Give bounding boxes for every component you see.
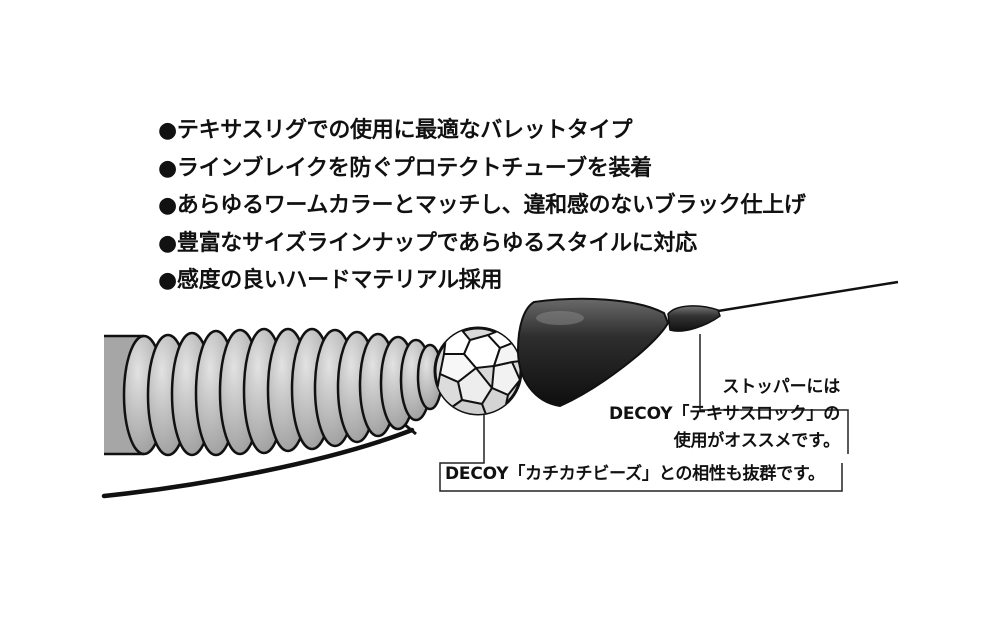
stopper-callout-line: ストッパーには	[722, 377, 840, 397]
protect-tube	[667, 305, 721, 332]
feature-item: ●豊富なサイズラインナップであらゆるスタイルに対応	[158, 230, 697, 256]
bead-leader-line	[439, 415, 843, 492]
bullet-sinker	[516, 297, 670, 408]
feature-item: ●感度の良いハードマテリアル採用	[158, 268, 503, 293]
stopper-leader-line	[699, 334, 849, 454]
feature-item: ●あらゆるワームカラーとマッチし、違和感のないブラック仕上げ	[158, 193, 806, 218]
sinker-highlight	[536, 311, 584, 325]
faceted-bead	[433, 326, 523, 416]
feature-item: ●テキサスリグでの使用に最適なバレットタイプ	[158, 118, 633, 143]
stopper-callout-line: 使用がオススメです。	[673, 431, 841, 451]
stopper-callout: ストッパーには DECOY「テキサスロック」の 使用がオススメです。	[609, 374, 840, 455]
beads-callout: DECOY「カチカチビーズ」との相性も抜群です。	[445, 464, 825, 484]
stopper-callout-line: DECOY「テキサスロック」の	[608, 404, 840, 424]
feature-list: ●テキサスリグでの使用に最適なバレットタイプ ●ラインブレイクを防ぐプロテクトチ…	[158, 112, 806, 300]
fishing-line	[717, 280, 899, 313]
worm-body	[104, 327, 444, 457]
feature-item: ●ラインブレイクを防ぐプロテクトチューブを装着	[158, 155, 652, 181]
hook-shank	[101, 427, 415, 499]
